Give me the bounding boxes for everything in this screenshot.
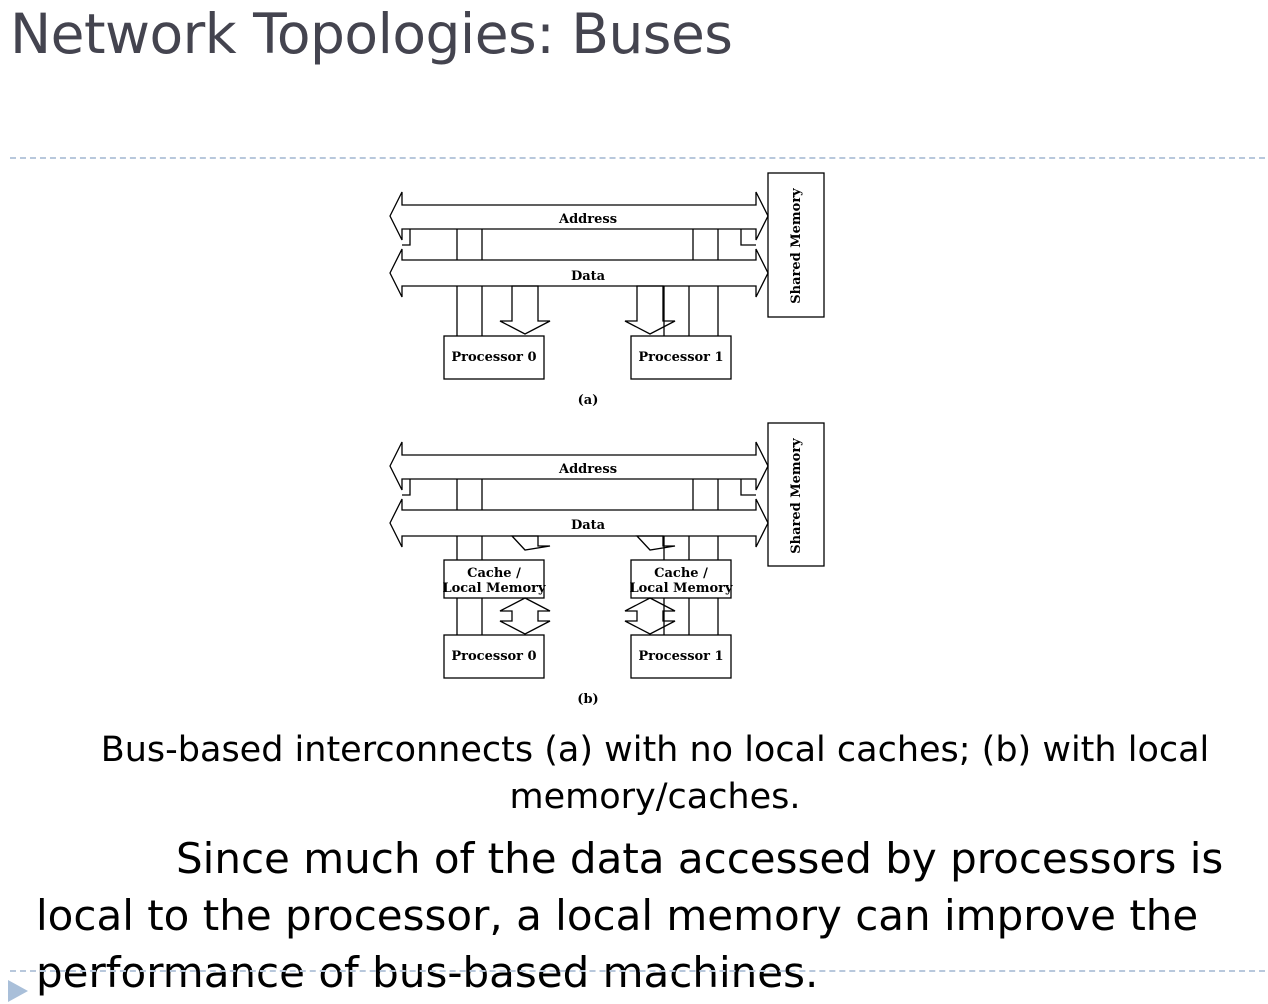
cache-0-label-line2: Local Memory bbox=[442, 581, 546, 596]
sublabel-a: (a) bbox=[578, 393, 599, 408]
data-label-a: Data bbox=[571, 269, 606, 284]
processor-1-a bbox=[630, 335, 732, 380]
processor-0-a bbox=[443, 335, 545, 380]
data-label-b: Data bbox=[571, 518, 606, 533]
cache-proc-arrow-1 bbox=[624, 597, 676, 635]
data-arrow-b-c1 bbox=[635, 535, 676, 551]
processor-0-label-b: Processor 0 bbox=[451, 649, 536, 664]
cache-proc-arrow-0 bbox=[499, 597, 551, 635]
shared-memory-label-a: Shared Memory bbox=[789, 188, 804, 304]
sublabel-b: (b) bbox=[577, 692, 598, 707]
processor-0-label-a: Processor 0 bbox=[451, 350, 536, 365]
title-divider bbox=[10, 157, 1265, 159]
cache-0-label-line1: Cache / bbox=[467, 566, 521, 581]
data-arrow-a-p0 bbox=[499, 285, 551, 335]
processor-0-b bbox=[443, 634, 545, 679]
diagram-b bbox=[389, 422, 825, 679]
data-arrow-b-c0 bbox=[510, 535, 551, 551]
footer-divider bbox=[10, 970, 1265, 972]
cache-1-label-line2: Local Memory bbox=[629, 581, 733, 596]
figure-caption: Bus-based interconnects (a) with no loca… bbox=[100, 730, 1210, 817]
shared-memory-a bbox=[767, 172, 825, 318]
cache-1-label-line1: Cache / bbox=[654, 566, 708, 581]
address-stub-a-left bbox=[402, 229, 411, 246]
shared-memory-b bbox=[767, 422, 825, 567]
address-label-b: Address bbox=[558, 462, 617, 477]
bus-diagram: Address Data Shared Memory Processor 0 P… bbox=[389, 172, 825, 707]
body-paragraph: Since much of the data accessed by proce… bbox=[36, 834, 1224, 997]
bullet-triangle-icon bbox=[8, 980, 28, 1002]
address-label-a: Address bbox=[558, 212, 617, 227]
diagram-a bbox=[389, 172, 825, 380]
cache-0-b bbox=[443, 559, 545, 599]
slide-title: Network Topologies: Buses bbox=[10, 2, 733, 66]
cache-1-b bbox=[630, 559, 732, 599]
data-arrow-a-p1 bbox=[624, 285, 676, 335]
processor-1-label-b: Processor 1 bbox=[638, 649, 723, 664]
shared-memory-label-b: Shared Memory bbox=[789, 438, 804, 554]
processor-1-label-a: Processor 1 bbox=[638, 350, 723, 365]
processor-1-b bbox=[630, 634, 732, 679]
